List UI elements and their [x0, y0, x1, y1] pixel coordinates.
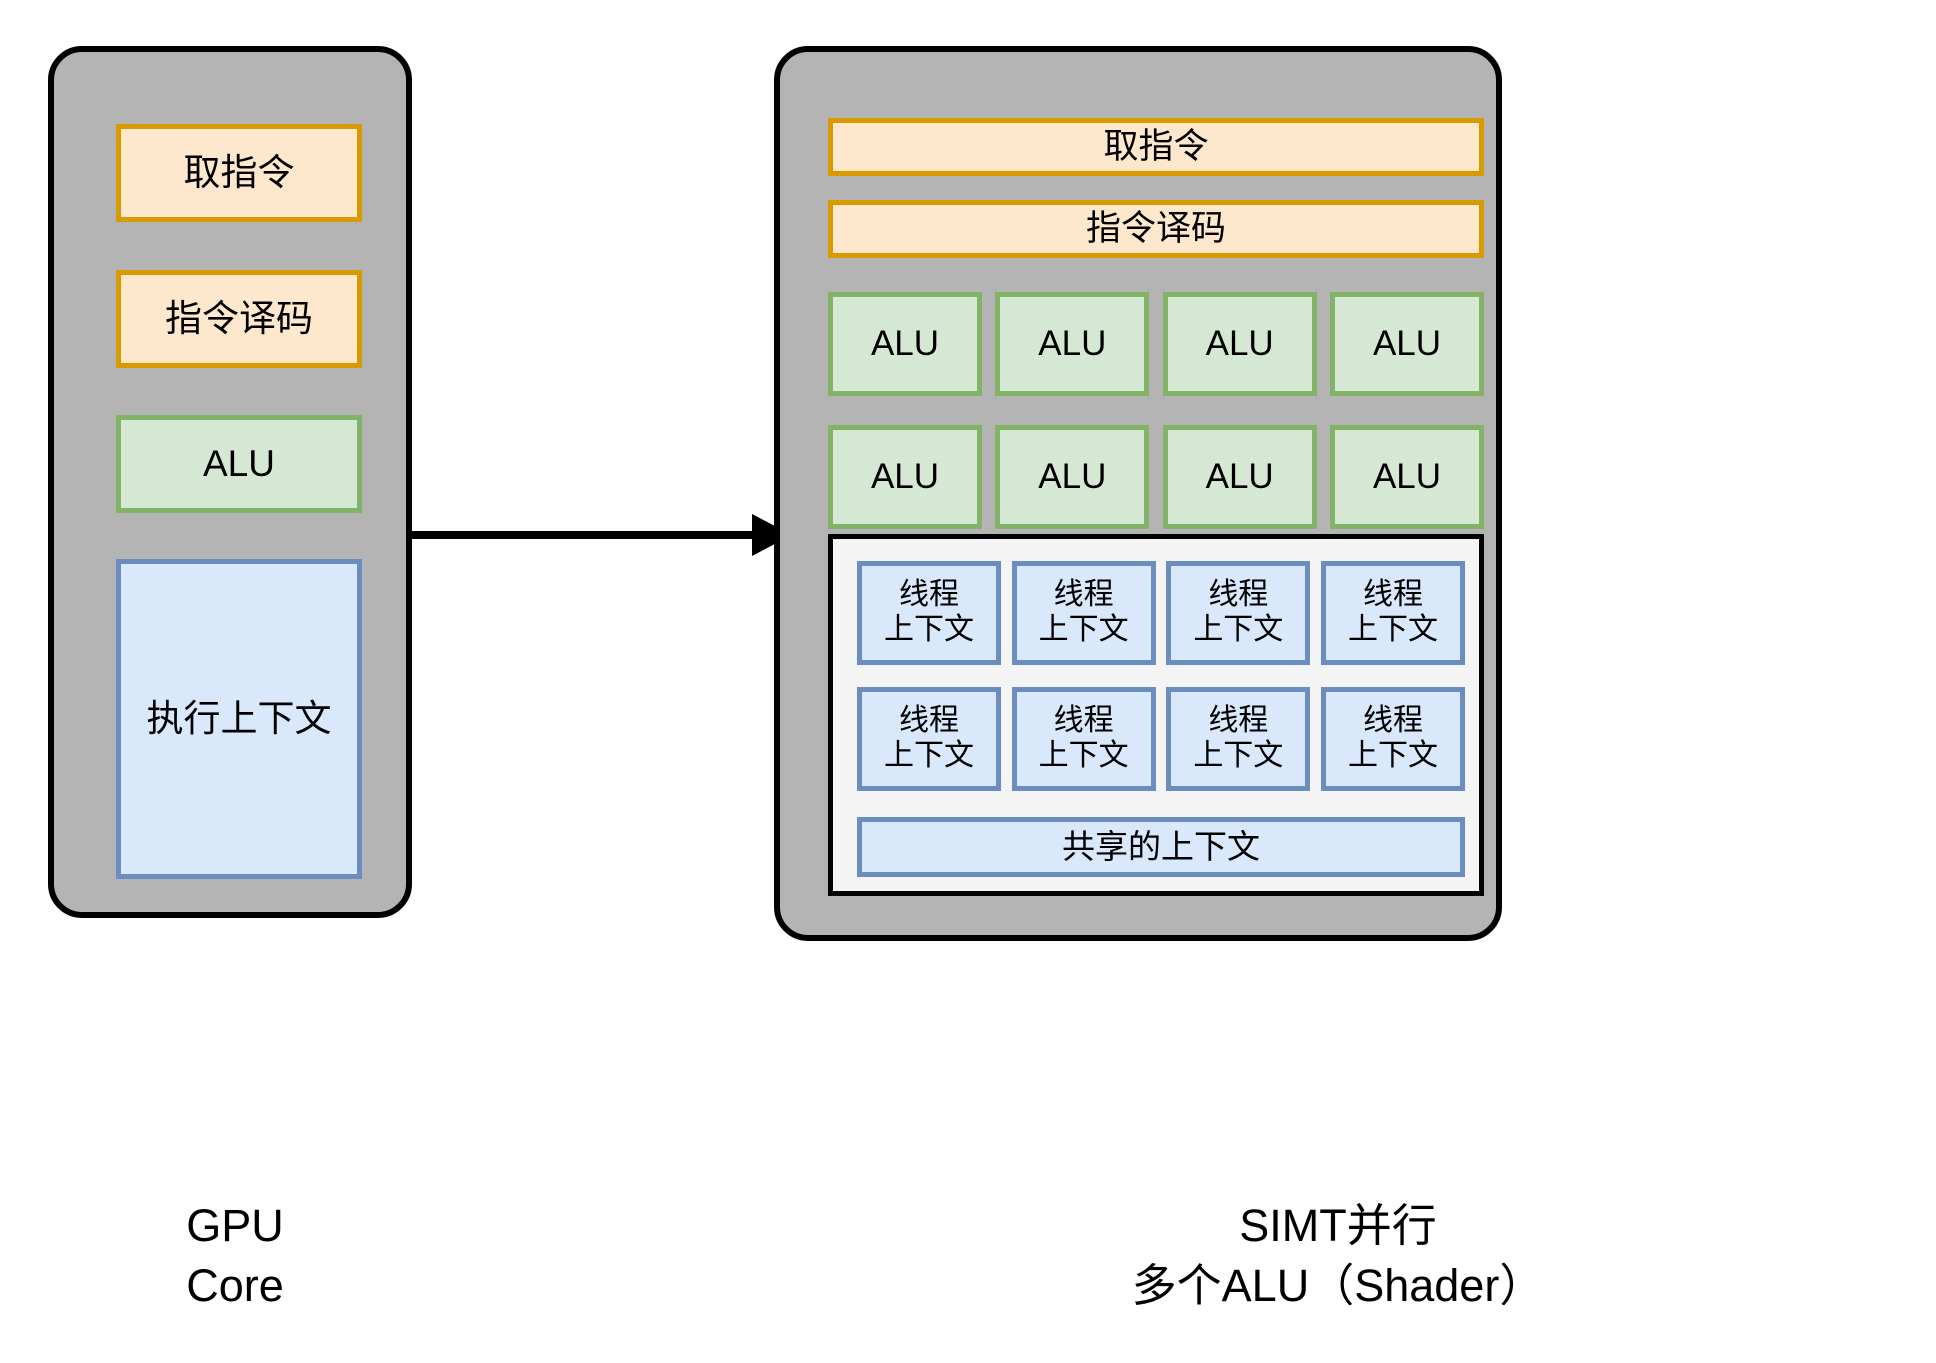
alu-box: ALU: [995, 425, 1150, 529]
alu-row-2: ALU ALU ALU ALU: [828, 425, 1484, 529]
thread-context-box: 线程 上下文: [1166, 561, 1311, 665]
left-alu-box: ALU: [116, 415, 362, 513]
thread-context-row-1: 线程 上下文 线程 上下文 线程 上下文 线程 上下文: [857, 561, 1465, 665]
alu-box: ALU: [1162, 425, 1317, 529]
left-fetch-instruction-box: 取指令: [116, 124, 362, 222]
shared-context-box: 共享的上下文: [857, 817, 1465, 877]
alu-box: ALU: [1329, 425, 1484, 529]
simt-shader-panel: 取指令 指令译码 ALU ALU ALU ALU ALU ALU ALU ALU…: [774, 46, 1502, 941]
alu-box: ALU: [1162, 292, 1317, 396]
left-decode-instruction-box: 指令译码: [116, 270, 362, 368]
thread-context-box: 线程 上下文: [1166, 687, 1311, 791]
thread-context-box: 线程 上下文: [1011, 561, 1156, 665]
thread-context-box: 线程 上下文: [1011, 687, 1156, 791]
alu-box: ALU: [995, 292, 1150, 396]
right-decode-instruction-box: 指令译码: [828, 200, 1484, 258]
left-execution-context-box: 执行上下文: [116, 559, 362, 879]
gpu-core-caption: GPU Core: [186, 1200, 284, 1311]
alu-box: ALU: [828, 292, 982, 396]
thread-context-row-2: 线程 上下文 线程 上下文 线程 上下文 线程 上下文: [857, 687, 1465, 791]
alu-row-1: ALU ALU ALU ALU: [828, 292, 1484, 396]
alu-box: ALU: [828, 425, 982, 529]
gpu-core-panel: 取指令 指令译码 ALU 执行上下文: [48, 46, 412, 918]
context-container: 线程 上下文 线程 上下文 线程 上下文 线程 上下文 线程 上下文 线程 上下…: [828, 534, 1484, 896]
right-fetch-instruction-box: 取指令: [828, 118, 1484, 176]
thread-context-box: 线程 上下文: [857, 561, 1001, 665]
flow-arrow-icon: [406, 514, 790, 556]
thread-context-box: 线程 上下文: [857, 687, 1001, 791]
simt-shader-caption: SIMT并行 多个ALU（Shader）: [1131, 1200, 1545, 1311]
thread-context-box: 线程 上下文: [1320, 561, 1465, 665]
thread-context-box: 线程 上下文: [1320, 687, 1465, 791]
alu-box: ALU: [1329, 292, 1484, 396]
